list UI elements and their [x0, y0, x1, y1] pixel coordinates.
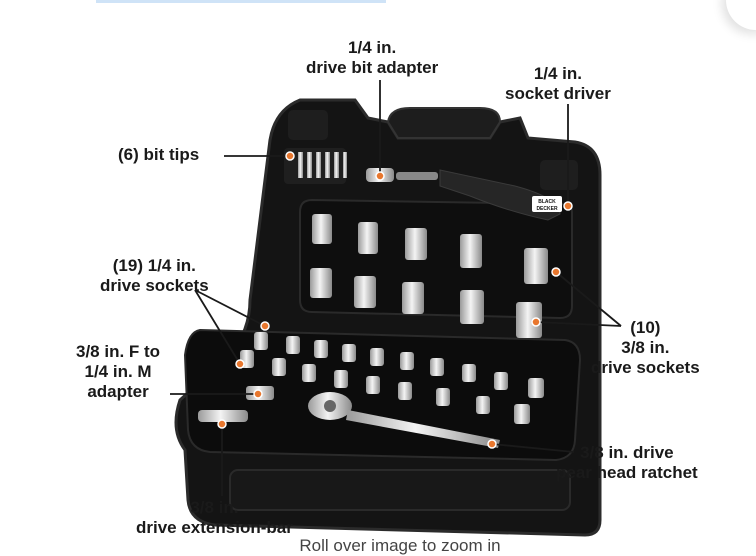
label-quarter-sockets: (19) 1/4 in. drive sockets [100, 256, 209, 296]
quarter-sockets [240, 332, 544, 424]
label-ratchet-line1: 3/8 in. drive [580, 443, 674, 462]
label-ratchet-line2: pear head ratchet [556, 463, 698, 482]
label-ratchet: 3/8 in. drive pear head ratchet [556, 443, 698, 483]
label-quarter-sockets-line2: drive sockets [100, 276, 209, 295]
label-bit-adapter-line1: 1/4 in. [348, 38, 397, 57]
brand-badge-bottom: DECKER [536, 206, 558, 212]
extension-bar-part [198, 410, 248, 422]
label-three-eighths-sockets-line2: 3/8 in. [621, 338, 670, 357]
label-extension-bar: 3/8 in. drive extension-bar [136, 498, 293, 538]
label-bit-tips: (6) bit tips [118, 145, 200, 164]
label-adapter-line1: 3/8 in. F to [76, 342, 161, 361]
bit-tips-holder [284, 148, 347, 184]
label-three-eighths-sockets: (10) 3/8 in. drive sockets [591, 318, 700, 378]
brand-badge [532, 196, 562, 212]
label-adapter: 3/8 in. F to 1/4 in. M adapter [76, 342, 160, 402]
label-extension-bar-line2: drive extension-bar [136, 518, 293, 537]
callout-dots [217, 151, 573, 449]
socket-driver-tool [366, 168, 562, 221]
label-three-eighths-sockets-line1: (10) [630, 318, 661, 337]
brand-badge-top: BLACK [538, 199, 556, 205]
label-socket-driver-line1: 1/4 in. [533, 64, 583, 83]
label-bit-adapter-line2: drive bit adapter [306, 58, 439, 77]
label-socket-driver: 1/4 in. socket driver [505, 64, 611, 104]
label-adapter-line2: 1/4 in. M [84, 362, 152, 381]
label-extension-bar-line1: 3/8 in. [190, 498, 239, 517]
ratchet-part [308, 392, 500, 448]
label-bit-adapter: 1/4 in. drive bit adapter [306, 38, 438, 78]
callout-lines [170, 80, 622, 496]
three-eighths-sockets [310, 214, 548, 338]
top-accent-bar [96, 0, 386, 3]
label-socket-driver-line2: socket driver [505, 84, 611, 103]
label-quarter-sockets-line1: (19) 1/4 in. [112, 256, 196, 275]
label-three-eighths-sockets-line3: drive sockets [591, 358, 700, 377]
zoom-hint: Roll over image to zoom in [299, 536, 501, 555]
label-adapter-line3: adapter [87, 382, 149, 401]
